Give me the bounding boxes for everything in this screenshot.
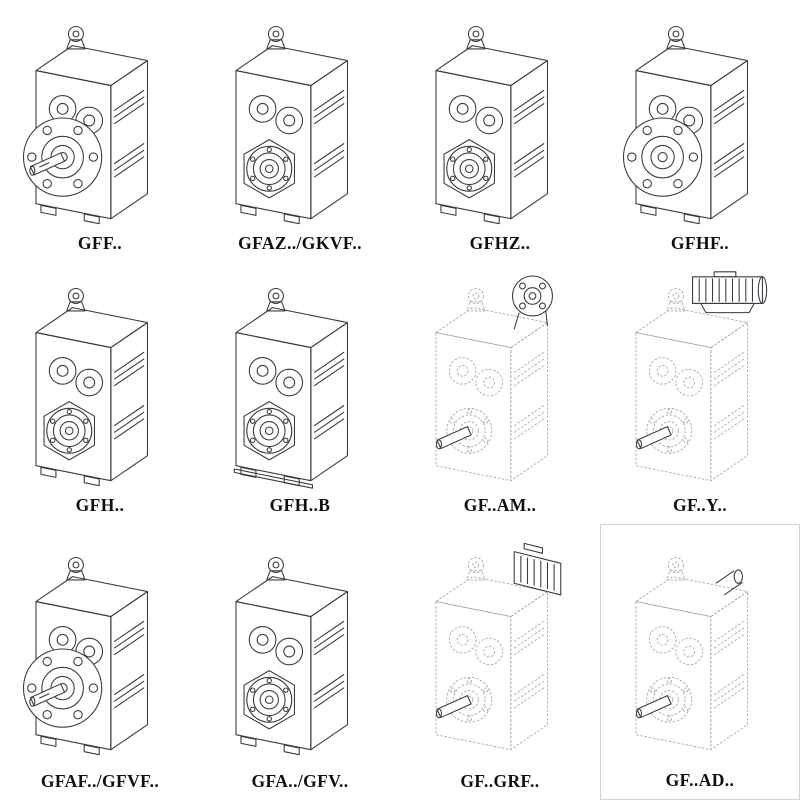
model-label: GFH..: [75, 495, 125, 515]
catalog-item: GFAF../GFVF..: [0, 524, 200, 800]
catalog-item: GF..AM..: [400, 262, 600, 524]
catalog-item: GFAZ../GKVF..: [200, 0, 400, 262]
gearbox-hollow-foot-icon: [204, 268, 396, 491]
catalog-item: GFHF..: [600, 0, 800, 262]
catalog-item: GF..Y..: [600, 262, 800, 524]
gearbox-dashed-shaft-icon: [605, 531, 795, 766]
gearbox-hollow-icon: [4, 268, 196, 491]
model-label: GF..AM..: [463, 495, 537, 515]
gearbox-flange-icon: [604, 6, 796, 229]
gearbox-flange-shaft-icon: [4, 6, 196, 229]
gearbox-hollow-icon: [404, 6, 596, 229]
catalog-item: GF..GRF..: [400, 524, 600, 800]
model-label: GFAZ../GKVF..: [238, 233, 362, 253]
model-label: GF..GRF..: [460, 771, 540, 791]
model-label: GFHF..: [670, 233, 730, 253]
gearbox-dashed-adapter-block-icon: [404, 530, 596, 767]
gearbox-hollow-icon: [204, 6, 396, 229]
gearbox-flange-shaft-icon: [4, 530, 196, 767]
model-label: GFF..: [77, 233, 123, 253]
catalog-item: GFH..: [0, 262, 200, 524]
model-label: GF..AD..: [665, 770, 735, 790]
model-label: GFHZ..: [469, 233, 531, 253]
model-label: GFA../GFV..: [251, 771, 349, 791]
catalog-item: GF..AD..: [600, 524, 800, 800]
model-label: GF..Y..: [672, 495, 728, 515]
catalog-item: GFA../GFV..: [200, 524, 400, 800]
model-label: GFAF../GFVF..: [40, 771, 160, 791]
catalog-item: GFF..: [0, 0, 200, 262]
gearbox-hollow-icon: [204, 530, 396, 767]
model-label: GFH..B: [269, 495, 331, 515]
catalog-item: GFH..B: [200, 262, 400, 524]
catalog-item: GFHZ..: [400, 0, 600, 262]
gearbox-dashed-motor-icon: [604, 268, 796, 491]
gearbox-dashed-adapter-flange-icon: [404, 268, 596, 491]
